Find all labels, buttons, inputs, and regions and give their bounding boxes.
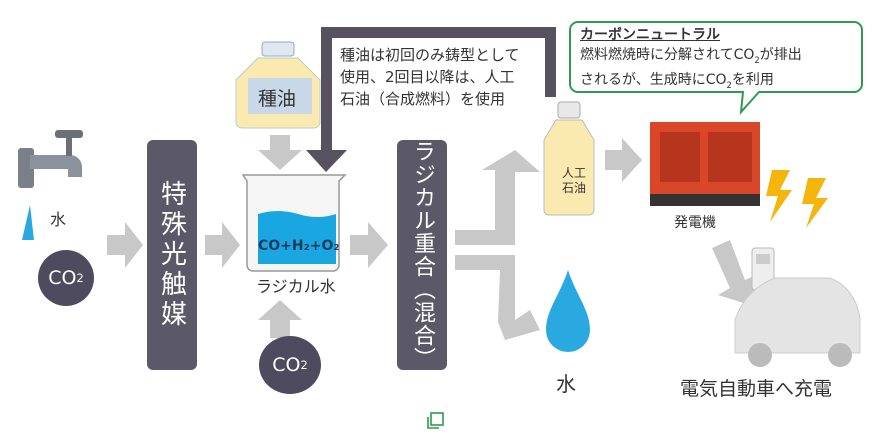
water-label: 水 — [556, 372, 576, 396]
arrow-to-photocatalyst — [107, 222, 143, 268]
arrow-seed-oil-down — [258, 135, 302, 170]
lightning-icon — [766, 170, 828, 228]
generator-label: 発電機 — [674, 215, 716, 231]
callout-text-part: を利用 — [731, 71, 774, 88]
faucet-label: 水 — [50, 210, 67, 229]
arrow-to-oil — [455, 150, 540, 245]
car-icon — [734, 277, 861, 354]
beaker-formula: CO+H₂+O₂ — [258, 238, 340, 254]
callout-line: 燃料燃焼時に分解されてCO2が排出 — [580, 45, 802, 70]
beaker-label: ラジカル水 — [256, 277, 336, 296]
artificial-oil-label: 人工 石油 — [552, 166, 596, 196]
arrow-co2-up — [258, 300, 302, 338]
subscript: 2 — [726, 79, 732, 90]
bottle-icon — [543, 101, 595, 216]
note-line: 使用、2回目以降は、人工 — [340, 68, 515, 86]
oil-label-line: 人工 — [561, 166, 586, 180]
beaker-icon — [241, 174, 347, 272]
expand-icon — [427, 412, 444, 429]
callout-text-part: 燃料燃焼時に分解されてCO — [580, 47, 755, 63]
arrow-to-polymerization — [350, 222, 388, 268]
callout-line: されるが、生成時にCO2を利用 — [580, 70, 802, 95]
faucet-icon — [18, 130, 83, 240]
photocatalyst-box: 特殊光触媒 — [147, 140, 197, 370]
charging-station-icon — [751, 247, 775, 291]
note-line: 石油（合成燃料）を使用 — [340, 90, 506, 108]
callout-text: カーボンニュートラル 燃料燃焼時に分解されてCO2が排出 されるが、生成時にCO… — [580, 25, 802, 95]
generator-icon — [650, 122, 760, 206]
callout-text-part: が排出 — [759, 47, 802, 63]
arrow-to-beaker — [205, 222, 240, 268]
co2-subscript: 2 — [76, 271, 84, 285]
seed-oil-label: 種油 — [258, 88, 297, 110]
water-drop-icon — [546, 270, 590, 352]
callout-title: カーボンニュートラル — [580, 27, 720, 43]
callout-bubble — [569, 21, 863, 115]
expand-button[interactable] — [426, 408, 448, 430]
arrow-to-water — [455, 255, 540, 340]
bottle-icon — [235, 41, 321, 129]
arrow-to-generator — [605, 138, 642, 182]
arrow-to-ev — [712, 240, 758, 305]
recycle-arrow — [306, 27, 556, 172]
subscript: 2 — [754, 54, 760, 65]
oil-label-line: 石油 — [561, 181, 586, 195]
callout-text-part: されるが、生成時にCO — [580, 71, 727, 88]
ev-label: 電気自動車へ充電 — [680, 378, 833, 400]
co2-text: CO — [272, 354, 301, 376]
co2-subscript: 2 — [300, 358, 308, 372]
note-line: 種油は初回のみ鋳型として — [340, 46, 520, 64]
co2-text: CO — [48, 267, 77, 289]
note-text: 種油は初回のみ鋳型として 使用、2回目以降は、人工 石油（合成燃料）を使用 — [340, 44, 520, 110]
polymerization-box: ラジカル重合（混合） — [397, 140, 447, 370]
